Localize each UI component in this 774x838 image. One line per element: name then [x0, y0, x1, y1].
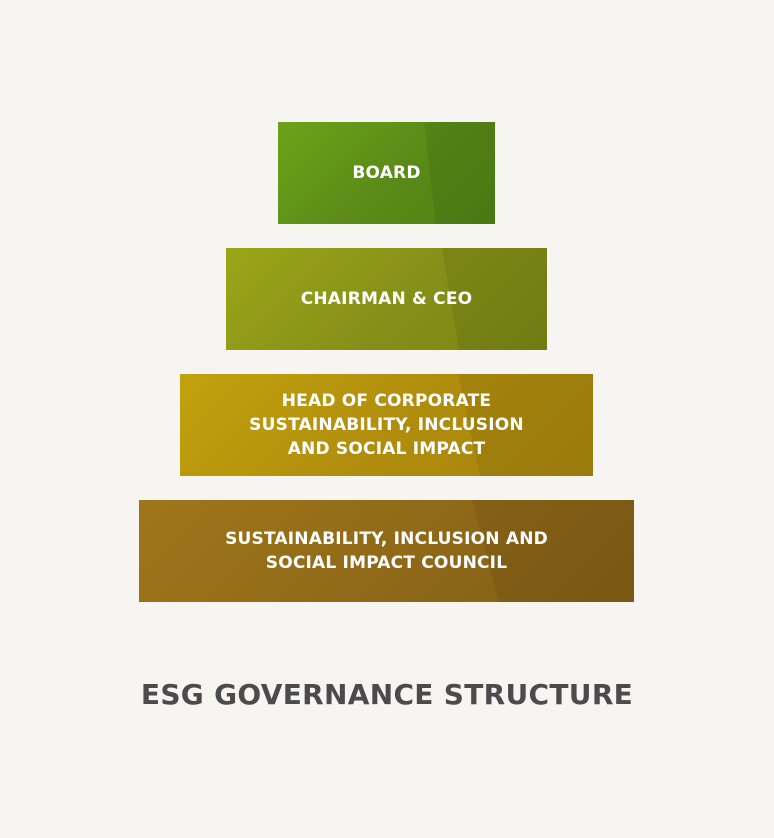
- tier-board: BOARD: [278, 122, 495, 224]
- diagram-title: ESG GOVERNANCE STRUCTURE: [140, 678, 634, 711]
- tier-chairman-ceo-label: CHAIRMAN & CEO: [300, 288, 473, 309]
- tier-sustainability-council-label: SUSTAINABILITY, INCLUSION AND SOCIAL IMP…: [225, 528, 548, 573]
- tier-head-of-corporate-sustainability: HEAD OF CORPORATE SUSTAINABILITY, INCLUS…: [180, 374, 593, 476]
- tier-board-label: BOARD: [352, 162, 421, 183]
- tier-sustainability-council: SUSTAINABILITY, INCLUSION AND SOCIAL IMP…: [139, 500, 634, 602]
- tier-chairman-ceo: CHAIRMAN & CEO: [226, 248, 547, 350]
- tier-head-of-corporate-sustainability-label: HEAD OF CORPORATE SUSTAINABILITY, INCLUS…: [249, 390, 524, 460]
